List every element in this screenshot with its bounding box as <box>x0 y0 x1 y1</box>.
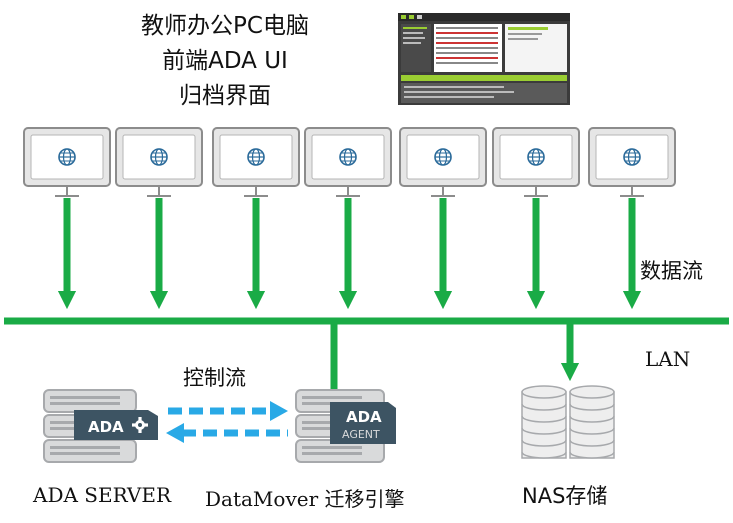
agent-badge <box>330 402 396 444</box>
ada-server-icon: ADA <box>43 389 158 463</box>
pc-monitor-3 <box>212 127 300 310</box>
control-flow-label: 控制流 <box>183 366 246 390</box>
disk-stack-right <box>569 385 615 459</box>
gear-icon <box>132 417 148 433</box>
ada-agent-icon: ADA AGENT <box>295 389 396 463</box>
archive-ui-thumbnail <box>398 13 570 105</box>
title-line-1: 教师办公PC电脑 <box>141 13 309 39</box>
data-flow-label: 数据流 <box>640 259 703 283</box>
server-badge <box>74 410 158 440</box>
control-arrowhead-right <box>270 401 288 421</box>
ada-server-label: ADA SERVER <box>33 483 172 507</box>
pc-monitor-4 <box>304 127 392 310</box>
server-badge-text: ADA <box>88 418 124 436</box>
pc-monitor-6 <box>492 127 580 310</box>
agent-badge-text-bottom: AGENT <box>342 428 380 441</box>
control-arrowhead-left <box>166 423 184 443</box>
nas-storage-icon <box>521 385 615 459</box>
pc-monitor-2 <box>115 127 203 310</box>
datamover-label: DataMover 迁移引擎 <box>205 487 405 511</box>
lan-label: LAN <box>645 347 691 371</box>
pc-monitor-1 <box>23 127 111 310</box>
agent-badge-text-top: ADA <box>346 408 382 426</box>
nas-label: NAS存储 <box>522 484 608 508</box>
title-line-2: 前端ADA UI <box>162 48 288 74</box>
title-line-3: 归档界面 <box>179 83 271 109</box>
pc-monitor-7 <box>588 127 676 310</box>
control-flow-arrows <box>166 401 288 443</box>
pc-monitor-5 <box>399 127 487 310</box>
disk-stack-left <box>521 385 567 459</box>
